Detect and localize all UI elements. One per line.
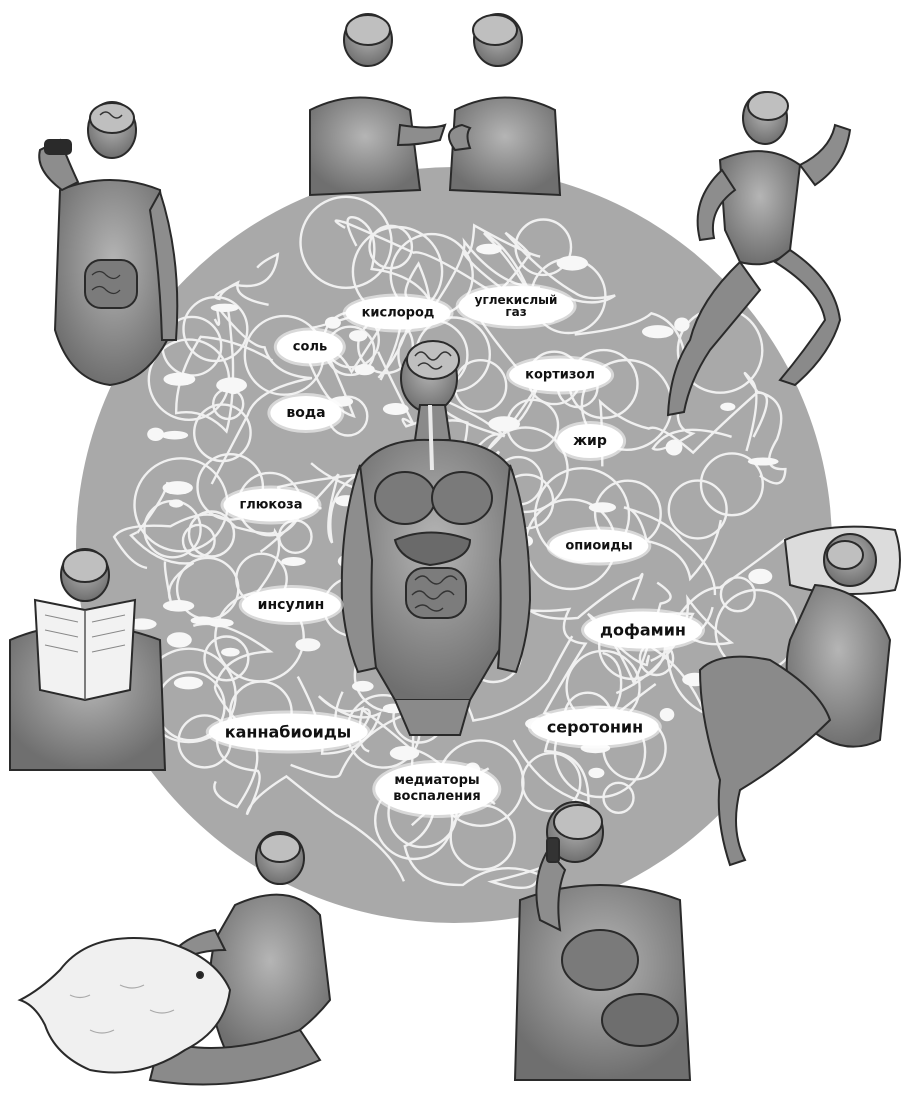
label-carbon-dioxide: углекислый газ [459, 286, 574, 326]
phone-icon [547, 838, 559, 862]
label-mediators-line1: медиаторы [393, 773, 480, 789]
network-node [355, 364, 375, 375]
network-node [169, 499, 183, 507]
network-node [161, 431, 188, 440]
network-node [295, 638, 320, 651]
network-node [748, 569, 772, 584]
network-node [720, 403, 735, 411]
label-salt: соль [277, 331, 343, 364]
network-node [164, 373, 196, 386]
network-node [674, 318, 689, 332]
brain-icon [748, 92, 788, 120]
network-node [383, 403, 409, 415]
network-node [588, 768, 604, 778]
network-node [174, 677, 203, 690]
network-node [488, 416, 520, 431]
network-node [167, 632, 192, 647]
brain-icon [63, 550, 107, 582]
network-node [748, 458, 779, 466]
brain-icon [346, 15, 390, 45]
network-node [349, 330, 367, 341]
label-serotonin: серотонин [531, 709, 659, 746]
network-node [390, 746, 419, 760]
network-node [208, 619, 234, 628]
brain-icon [473, 15, 517, 45]
brain-icon [554, 805, 602, 839]
network-node [163, 481, 193, 495]
label-fat: жир [557, 424, 623, 458]
network-node [216, 377, 247, 393]
label-cannabinoids: каннабиоиды [209, 714, 368, 751]
network-node [660, 708, 675, 721]
label-mediators-line2: воспаления [393, 789, 480, 805]
network-node [163, 600, 194, 612]
label-glucose: глюкоза [223, 489, 318, 522]
network-node [666, 440, 683, 456]
label-inflammation-mediators: медиаторы воспаления [375, 763, 498, 815]
label-co2-line2: газ [475, 306, 558, 318]
brain-icon [827, 541, 863, 569]
network-node [147, 428, 164, 441]
network-node [281, 557, 305, 566]
network-node [221, 648, 240, 657]
network-node [642, 325, 674, 338]
label-opioids: опиоиды [549, 530, 648, 563]
network-node [557, 256, 588, 271]
label-insulin: инсулин [242, 588, 341, 622]
petting-dog-figure [20, 832, 330, 1085]
brain-icon [260, 834, 300, 862]
network-node [325, 317, 341, 329]
network-node [589, 502, 616, 512]
eating-figure [39, 102, 177, 385]
network-node [211, 304, 239, 312]
label-oxygen: кислород [346, 297, 451, 330]
label-water: вода [270, 396, 341, 430]
network-node [476, 244, 502, 255]
label-dopamine: дофамин [584, 612, 702, 649]
brain-icon [90, 103, 134, 133]
label-cortisol: кортизол [509, 359, 611, 392]
network-node [352, 681, 374, 692]
